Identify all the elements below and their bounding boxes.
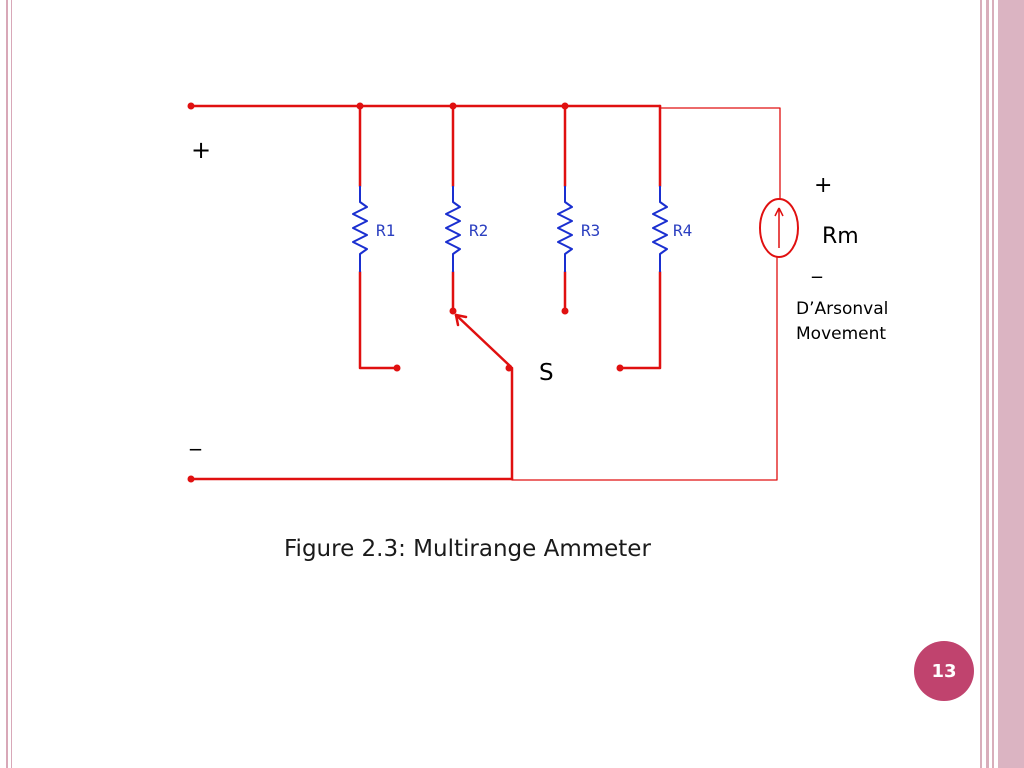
meter-circle	[759, 198, 799, 258]
right-border-band	[980, 0, 1024, 768]
top-bus-thin-wire	[659, 107, 781, 199]
figure-caption: Figure 2.3: Multirange Ammeter	[284, 536, 651, 562]
resistor-label-r1: R1	[376, 221, 395, 240]
wires	[189, 104, 781, 481]
r1-branch-wire	[358, 104, 399, 370]
meter-description-line2: Movement	[796, 324, 886, 344]
bottom-bus-thin-wire	[511, 257, 778, 481]
switch-arrowhead	[454, 313, 468, 327]
meter-label-rm: Rm	[822, 224, 859, 249]
left-border-stripe-2	[11, 0, 12, 768]
resistor-r4-symbol	[652, 186, 668, 272]
meter-minus-sign: _	[811, 254, 823, 278]
meter-arrow-icon	[774, 207, 784, 248]
meter-symbol	[759, 198, 799, 258]
resistor-r2-symbol	[445, 186, 461, 272]
resistor-label-r4: R4	[673, 221, 692, 240]
r4-branch-wire	[618, 104, 662, 370]
left-border-stripe	[6, 0, 8, 768]
resistor-label-r2: R2	[469, 221, 488, 240]
page-number: 13	[931, 660, 957, 682]
resistor-r1-symbol	[352, 186, 368, 272]
switch-label: S	[539, 360, 554, 386]
switch-arm	[454, 313, 512, 368]
meter-description-line1: D’Arsonval	[796, 299, 888, 319]
meter-plus-sign: +	[814, 173, 832, 198]
page-number-badge: 13	[914, 641, 974, 701]
input-terminal-plus: +	[191, 136, 211, 164]
resistor-label-r3: R3	[581, 221, 600, 240]
junction-dots	[187, 102, 624, 483]
resistor-r3-symbol	[557, 186, 573, 272]
resistors	[352, 186, 668, 272]
input-terminal-minus: _	[189, 426, 202, 451]
